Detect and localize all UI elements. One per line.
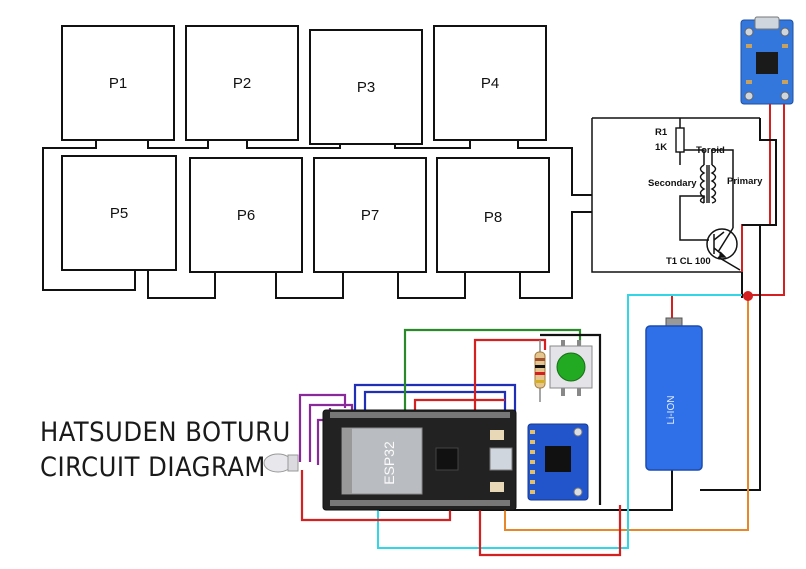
panel-p3: P3 (309, 29, 423, 145)
panel-label: P8 (484, 209, 502, 226)
panel-p8: P8 (436, 157, 550, 273)
resistor-value: 1K (655, 142, 667, 153)
panel-label: P6 (237, 207, 255, 224)
battery-label: Li-ION (666, 396, 677, 425)
li-ion-battery: Li-ION (645, 317, 703, 471)
panel-p1: P1 (61, 25, 175, 141)
sensor-module (527, 423, 589, 501)
diagram-title-line1: HATSUDEN BOTURU (40, 417, 291, 448)
esp32-board: ESP32 (322, 409, 517, 511)
diagram-title-line2: CIRCUIT DIAGRAM (40, 452, 266, 483)
charger-module (740, 16, 794, 105)
panel-p4: P4 (433, 25, 547, 141)
panel-label: P2 (233, 75, 251, 92)
esp32-label: ESP32 (381, 441, 397, 485)
panel-p5: P5 (61, 155, 177, 271)
panel-label: P4 (481, 75, 499, 92)
panel-label: P7 (361, 207, 379, 224)
pullup-resistor (534, 340, 546, 402)
transistor-t1 (706, 228, 738, 260)
secondary-label: Secondary (648, 178, 697, 189)
toroid-transformer (699, 164, 717, 204)
toroid-label: Toroid (696, 145, 725, 156)
primary-label: Primary (727, 176, 763, 187)
signal-wiring (298, 328, 622, 557)
panel-label: P3 (357, 79, 375, 96)
transistor-label: T1 CL 100 (666, 256, 711, 267)
junction-dot (743, 291, 753, 301)
panel-chain-wiring (42, 140, 592, 299)
panel-label: P5 (110, 205, 128, 222)
power-wiring (377, 104, 785, 549)
joule-thief-circuit (591, 117, 760, 273)
panel-p6: P6 (189, 157, 303, 273)
led-component (263, 453, 299, 473)
resistor-name: R1 (655, 127, 668, 138)
resistor-r1 (675, 127, 685, 153)
panel-p7: P7 (313, 157, 427, 273)
panel-p2: P2 (185, 25, 299, 141)
panel-label: P1 (109, 75, 127, 92)
push-button (549, 340, 593, 396)
